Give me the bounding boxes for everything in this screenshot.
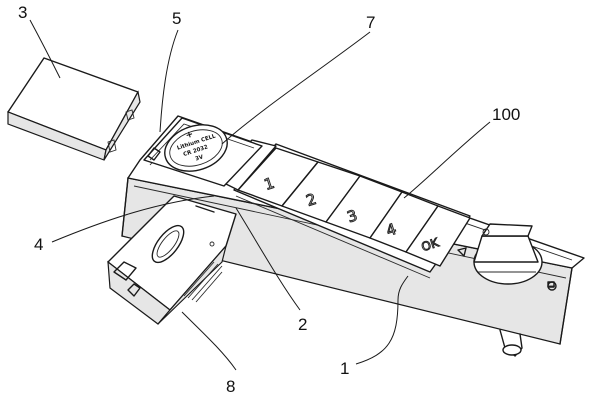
leader-lines: [29, 19, 491, 371]
ref-1: 1: [340, 359, 349, 378]
ref-4: 4: [34, 235, 43, 254]
rotary-knob[interactable]: [473, 223, 543, 285]
ref-100: 100: [492, 105, 520, 124]
key-ok[interactable]: OK: [405, 205, 471, 267]
ref-7: 7: [366, 13, 375, 32]
reference-numerals: 3 5 7 100 4 2 1 8: [18, 3, 520, 396]
cell-plus: +: [184, 129, 194, 141]
key-4[interactable]: 4: [369, 191, 439, 253]
ref-2: 2: [298, 315, 307, 334]
control-module[interactable]: [107, 195, 237, 325]
key-ok-label: OK: [420, 235, 442, 254]
cell-line-3: 3V: [195, 154, 205, 162]
ref-5: 5: [172, 9, 181, 28]
ref-3: 3: [18, 3, 27, 22]
battery-cover[interactable]: [7, 57, 141, 161]
coin-cell-battery: + Lithium CELL CR 2032 3V: [164, 124, 228, 172]
key-2[interactable]: 2: [281, 161, 361, 223]
lock-indicator-icons: [457, 247, 555, 288]
ref-8: 8: [226, 377, 235, 396]
